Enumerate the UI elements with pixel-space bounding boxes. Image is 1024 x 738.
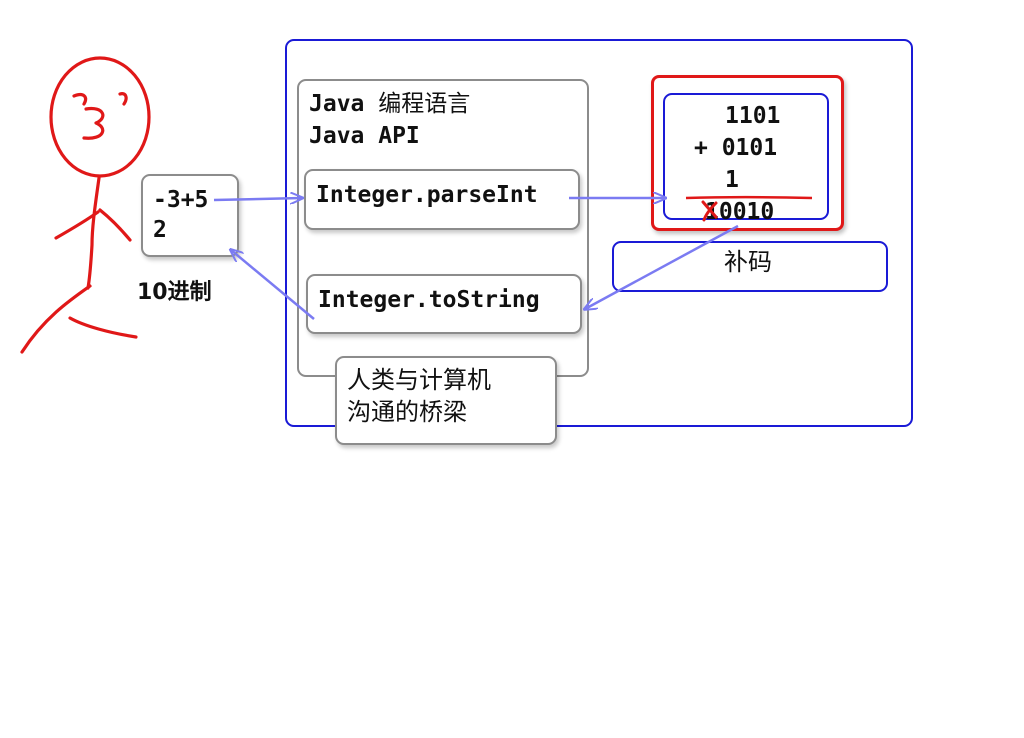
parseint-box [304,169,580,230]
bridge-box [335,356,557,445]
binary-row-2: + 0101 [694,135,778,161]
stick-figure-doodle [20,56,151,354]
decimal-caption: 10进制 [137,280,212,305]
doodle-eye-right [118,92,128,106]
binary-carry: 1 [725,167,739,193]
decimal-box [141,174,239,257]
doodle-eye-left [72,92,88,106]
parseint-label: Integer.parseInt [316,182,538,208]
java-language-title: Java 编程语言 [309,89,470,119]
doodle-body [86,176,101,290]
tostring-label: Integer.toString [318,287,540,313]
java-language-prefix: Java [309,91,379,117]
bridge-line-1: 人类与计算机 [347,366,491,394]
binary-result: 10010 [705,199,775,225]
doodle-arm-left [54,210,100,240]
doodle-arm-right [98,208,132,242]
doodle-leg-right [68,316,138,339]
java-api-title: Java API [309,123,420,149]
doodle-head [49,56,151,178]
java-language-cn: 编程语言 [378,91,471,117]
bridge-line-2: 沟通的桥梁 [347,398,467,426]
decimal-expression: -3+5 [153,187,209,213]
binary-row-1: 1101 [725,103,781,129]
complement-label: 补码 [724,248,772,276]
tostring-box [306,274,582,334]
doodle-leg-left [20,284,92,354]
decimal-result: 2 [153,217,167,243]
doodle-mouth [82,106,105,140]
